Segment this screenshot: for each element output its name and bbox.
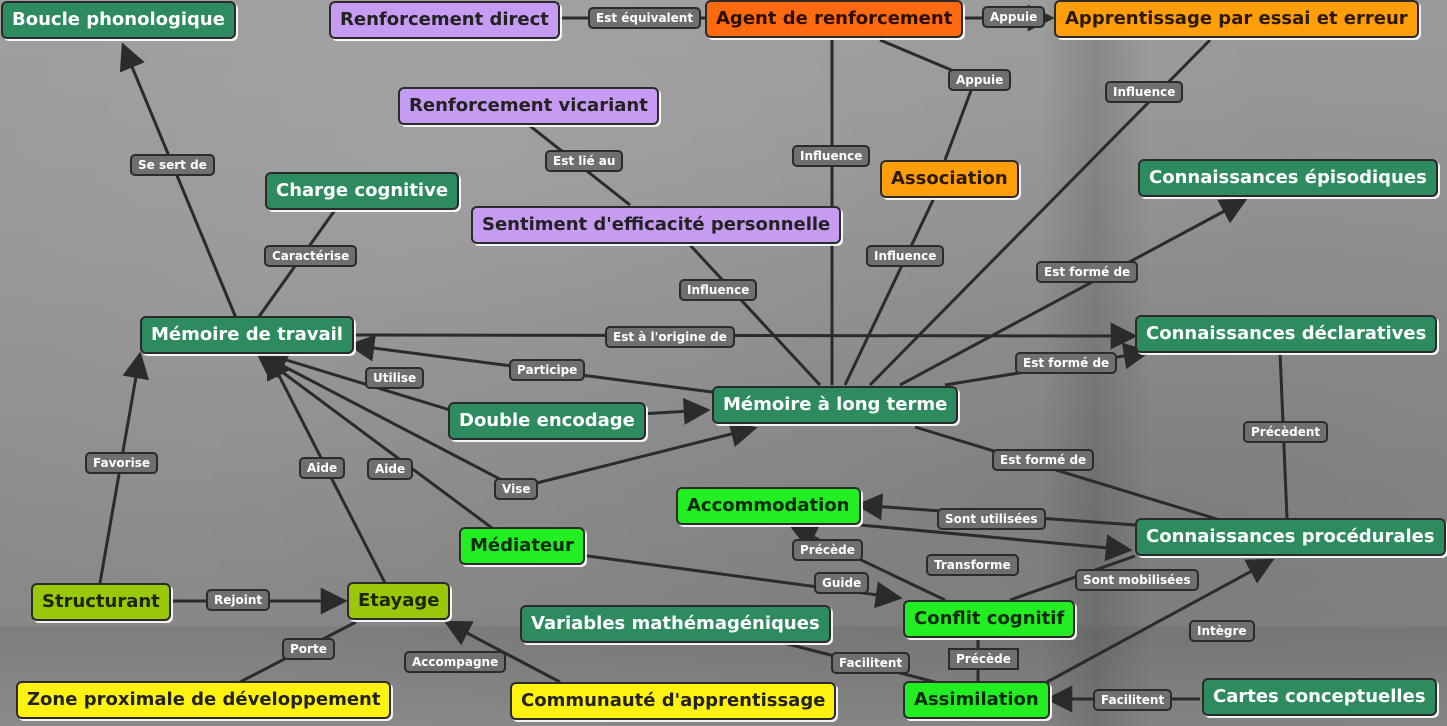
link-assimilation-integre xyxy=(1046,558,1275,684)
node-renforcement-direct[interactable]: Renforcement direct xyxy=(329,1,560,39)
link-appuie-association xyxy=(943,79,977,161)
label-sont-mobilisees: Sont mobilisées xyxy=(1075,569,1199,591)
label-precede-1: Précède xyxy=(792,539,863,561)
link-mediateur-mdt xyxy=(255,352,493,530)
label-transforme: Transforme xyxy=(926,554,1019,576)
link-vise-mlt xyxy=(516,420,758,490)
link-mlt-episodiques xyxy=(899,198,1248,387)
label-est-forme-de-2: Est formé de xyxy=(1015,352,1118,374)
link-double-mdt xyxy=(257,346,451,412)
label-est-forme-de-1: Est formé de xyxy=(1036,261,1139,283)
link-mlt-association xyxy=(843,195,937,386)
link-sentiment-mlt xyxy=(688,243,822,387)
label-influence-4: Influence xyxy=(679,279,758,301)
label-integre: Intègre xyxy=(1189,620,1255,642)
label-vise: Vise xyxy=(494,478,539,500)
node-boucle-phonologique[interactable]: Boucle phonologique xyxy=(1,1,236,39)
link-mdt-declaratives xyxy=(349,322,1138,350)
label-utilise: Utilise xyxy=(365,367,425,389)
node-assimilation[interactable]: Assimilation xyxy=(903,681,1050,719)
node-sentiment-efficacite[interactable]: Sentiment d'efficacité personnelle xyxy=(471,206,842,244)
node-renforcement-vicariant[interactable]: Renforcement vicariant xyxy=(398,87,659,125)
link-sont-mobilisees xyxy=(1009,554,1136,602)
label-guide: Guide xyxy=(814,572,870,594)
label-precede-2: Précède xyxy=(948,648,1019,670)
label-favorise: Favorise xyxy=(85,452,158,474)
label-influence-2: Influence xyxy=(792,145,871,167)
label-est-forme-de-3: Est formé de xyxy=(992,449,1095,471)
node-connaissances-procedurales[interactable]: Connaissances procédurales xyxy=(1135,518,1446,556)
label-appuie-1: Appuie xyxy=(982,6,1046,28)
label-se-sert-de: Se sert de xyxy=(130,154,215,176)
label-influence-1: Influence xyxy=(1105,81,1184,103)
node-zone-proximale[interactable]: Zone proximale de développement xyxy=(16,681,392,719)
node-conflit-cognitif[interactable]: Conflit cognitif xyxy=(903,600,1076,638)
label-facilitent-2: Facilitent xyxy=(1093,689,1173,711)
node-association[interactable]: Association xyxy=(880,160,1019,198)
label-accompagne: Accompagne xyxy=(404,651,507,673)
label-facilitent: Facilitent xyxy=(831,652,911,674)
node-apprentissage-essai-erreur[interactable]: Apprentissage par essai et erreur xyxy=(1054,0,1419,38)
node-accommodation[interactable]: Accommodation xyxy=(676,487,861,525)
node-variables-mathemagéniques[interactable]: Variables mathémagéniques xyxy=(520,605,831,643)
label-caracterise: Caractérise xyxy=(264,245,358,267)
link-mdt-boucle xyxy=(119,42,238,319)
node-agent-de-renforcement[interactable]: Agent de renforcement xyxy=(705,0,964,38)
label-est-equivalent: Est équivalent xyxy=(588,7,702,29)
label-rejoint: Rejoint xyxy=(206,589,271,611)
label-precedent: Précèdent xyxy=(1243,421,1329,443)
label-est-lie-au: Est lié au xyxy=(545,150,624,172)
node-connaissances-episodiques[interactable]: Connaissances épisodiques xyxy=(1138,159,1438,197)
label-influence-3: Influence xyxy=(866,245,945,267)
label-aide-2: Aide xyxy=(367,458,414,480)
node-memoire-long-terme[interactable]: Mémoire à long terme xyxy=(712,386,959,424)
label-est-a-l-origine-de: Est à l'origine de xyxy=(605,326,735,348)
node-cartes-conceptuelles[interactable]: Cartes conceptuelles xyxy=(1202,678,1437,716)
link-transforme xyxy=(859,523,1133,562)
node-memoire-de-travail[interactable]: Mémoire de travail xyxy=(140,316,354,354)
node-charge-cognitive[interactable]: Charge cognitive xyxy=(265,172,460,210)
link-vise-mdt xyxy=(259,353,518,490)
node-communaute-apprentissage[interactable]: Communauté d'apprentissage xyxy=(510,682,837,720)
label-aide-1: Aide xyxy=(299,457,346,479)
label-participe: Participe xyxy=(509,359,586,381)
node-double-encodage[interactable]: Double encodage xyxy=(448,402,646,440)
node-mediateur[interactable]: Médiateur xyxy=(459,527,585,565)
node-connaissances-declaratives[interactable]: Connaissances déclaratives xyxy=(1135,315,1438,353)
label-appuie-2: Appuie xyxy=(948,69,1012,91)
label-sont-utilisees: Sont utilisées xyxy=(937,508,1046,530)
node-structurant[interactable]: Structurant xyxy=(31,583,171,621)
link-double-mlt xyxy=(639,397,711,425)
link-mlt-procedurales xyxy=(914,425,1221,522)
label-porte: Porte xyxy=(282,638,335,660)
node-etayage[interactable]: Etayage xyxy=(347,582,451,620)
